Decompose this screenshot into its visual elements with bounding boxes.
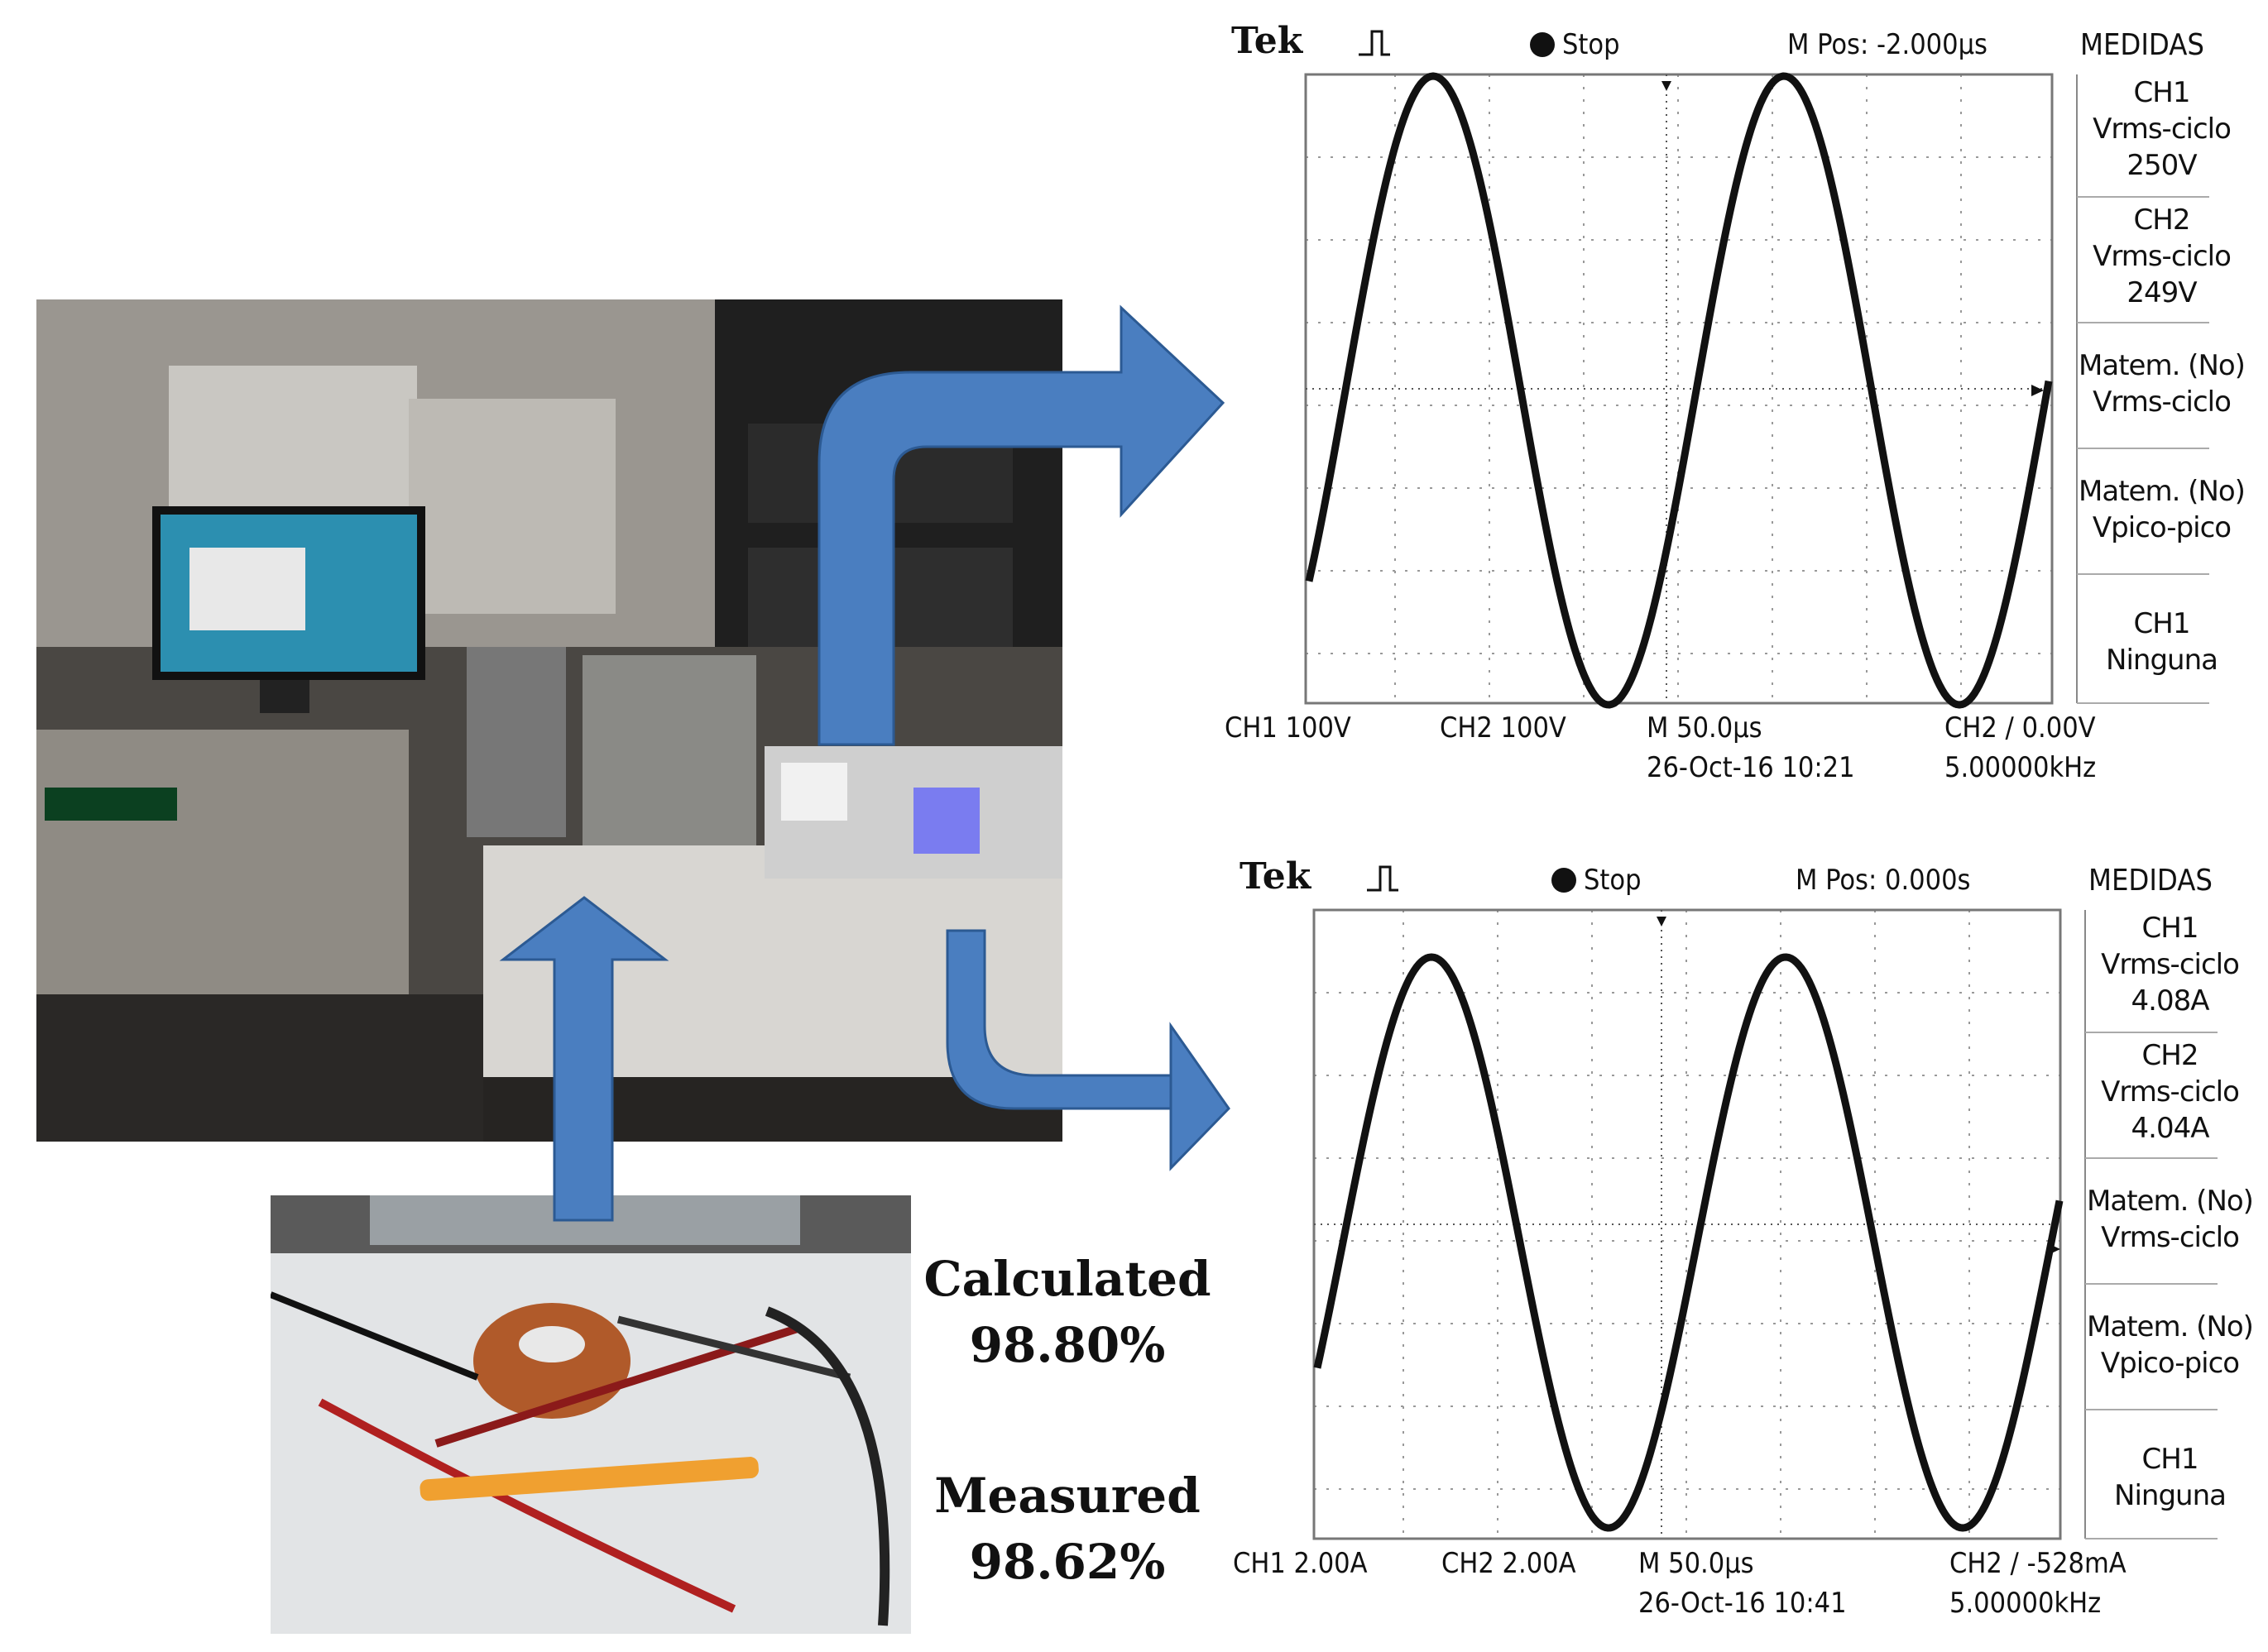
measurement-source: CH1: [2133, 76, 2191, 109]
measurement-source: CH2: [2133, 204, 2191, 237]
scope-graticule-voltage: [1304, 30, 2209, 709]
measurement-source: CH2: [2141, 1039, 2199, 1072]
capture-datetime: 26-Oct-16 10:21: [1647, 751, 1855, 784]
measurement-source: Matem. (No): [2079, 349, 2246, 382]
voltage-trace: [1305, 72, 2053, 709]
measured-title: Measured: [934, 1468, 1201, 1524]
measurement-1: CH1 Vrms-ciclo 4.08A: [2081, 910, 2259, 1019]
measurement-3: Matem. (No) Vrms-ciclo: [2081, 1183, 2259, 1256]
measurement-5: CH1 Ninguna: [2073, 606, 2251, 678]
measurement-4: Matem. (No) Vpico-pico: [2073, 473, 2251, 546]
measurement-type: Vrms-ciclo: [2093, 240, 2232, 273]
measurement-value: 250V: [2127, 149, 2197, 182]
trigger-frequency: 5.00000kHz: [1944, 751, 2097, 784]
scope-graticule-current: [1312, 865, 2218, 1540]
measure-panel-title: MEDIDAS: [2088, 864, 2213, 898]
current-trace: [1313, 953, 2064, 1532]
calculated-title: Calculated: [923, 1251, 1211, 1307]
measurement-value: 4.04A: [2131, 1112, 2210, 1145]
measurement-type: Vrms-ciclo: [2101, 1221, 2240, 1254]
ch1-scale: CH1 2.00A: [1233, 1547, 1368, 1580]
ch1-scale: CH1 100V: [1225, 711, 1351, 745]
horizontal-position: M Pos: -2.000µs: [1787, 28, 1987, 61]
measurement-1: CH1 Vrms-ciclo 250V: [2073, 74, 2251, 184]
trigger-level-marker: [2048, 1243, 2060, 1255]
timebase: M 50.0µs: [1647, 711, 1762, 745]
measurement-value: 249V: [2127, 276, 2197, 309]
transformer-bench-photo: [271, 1195, 911, 1634]
transformer-illustration: [271, 1195, 911, 1634]
stop-indicator-icon: [1530, 32, 1555, 57]
measurement-source: Matem. (No): [2079, 475, 2246, 508]
trigger-position-marker: [1657, 917, 1666, 927]
lab-setup-photo: [36, 299, 1062, 1142]
measurement-2: CH2 Vrms-ciclo 4.04A: [2081, 1037, 2259, 1147]
measure-panel-title: MEDIDAS: [2080, 28, 2204, 62]
measurement-type: Vpico-pico: [2092, 511, 2232, 544]
scope-screen-current: Tek Stop M Pos: 0.000s MEDIDAS CH1 Vrms-…: [1225, 852, 2254, 1646]
measurement-type: Vrms-ciclo: [2093, 113, 2232, 146]
measurement-3: Matem. (No) Vrms-ciclo: [2073, 347, 2251, 420]
trigger-frequency: 5.00000kHz: [1949, 1587, 2102, 1620]
measurement-2: CH2 Vrms-ciclo 249V: [2073, 202, 2251, 311]
acquisition-state: Stop: [1584, 864, 1642, 897]
trigger-edge-icon: [1367, 865, 1398, 892]
lab-setup-illustration: [36, 299, 1062, 1142]
acquisition-state: Stop: [1562, 28, 1620, 61]
measurement-type: Vrms-ciclo: [2101, 1075, 2240, 1109]
measurement-type: Vrms-ciclo: [2093, 385, 2232, 419]
measurement-source: CH1: [2141, 912, 2199, 945]
calculated-efficiency: Calculated 98.80%: [910, 1246, 1225, 1378]
measurement-value: 4.08A: [2131, 984, 2210, 1018]
ch2-scale: CH2 100V: [1440, 711, 1566, 745]
measurement-4: Matem. (No) Vpico-pico: [2081, 1309, 2259, 1381]
measurement-type: Vrms-ciclo: [2101, 948, 2240, 981]
stop-indicator-icon: [1551, 868, 1576, 893]
capture-datetime: 26-Oct-16 10:41: [1638, 1587, 1847, 1620]
scope-brand: Tek: [1239, 855, 1311, 898]
measured-value: 98.62%: [969, 1534, 1166, 1590]
scope-screen-voltage: Tek Stop M Pos: -2.000µs MEDIDAS CH1 Vrm…: [1216, 17, 2246, 811]
measurement-source: Matem. (No): [2087, 1310, 2254, 1343]
trigger-setting: CH2 ∕ -528mA: [1949, 1547, 2127, 1580]
measurement-type: Ninguna: [2106, 644, 2218, 677]
scope-brand: Tek: [1231, 20, 1303, 62]
measurement-type: Vpico-pico: [2100, 1347, 2240, 1380]
measured-efficiency: Measured 98.62%: [910, 1463, 1225, 1595]
measurement-type: Ninguna: [2114, 1479, 2227, 1512]
measurement-source: CH1: [2141, 1443, 2199, 1476]
calculated-value: 98.80%: [969, 1317, 1166, 1373]
trigger-setting: CH2 ∕ 0.00V: [1944, 711, 2096, 745]
horizontal-position: M Pos: 0.000s: [1796, 864, 1971, 897]
ch2-scale: CH2 2.00A: [1441, 1547, 1576, 1580]
trigger-edge-icon: [1359, 30, 1390, 56]
measurement-source: Matem. (No): [2087, 1185, 2254, 1218]
timebase: M 50.0µs: [1638, 1547, 1754, 1580]
measurement-5: CH1 Ninguna: [2081, 1441, 2259, 1514]
measurement-source: CH1: [2133, 607, 2191, 640]
trigger-position-marker: [1661, 81, 1671, 91]
trigger-level-marker: [2031, 385, 2044, 396]
